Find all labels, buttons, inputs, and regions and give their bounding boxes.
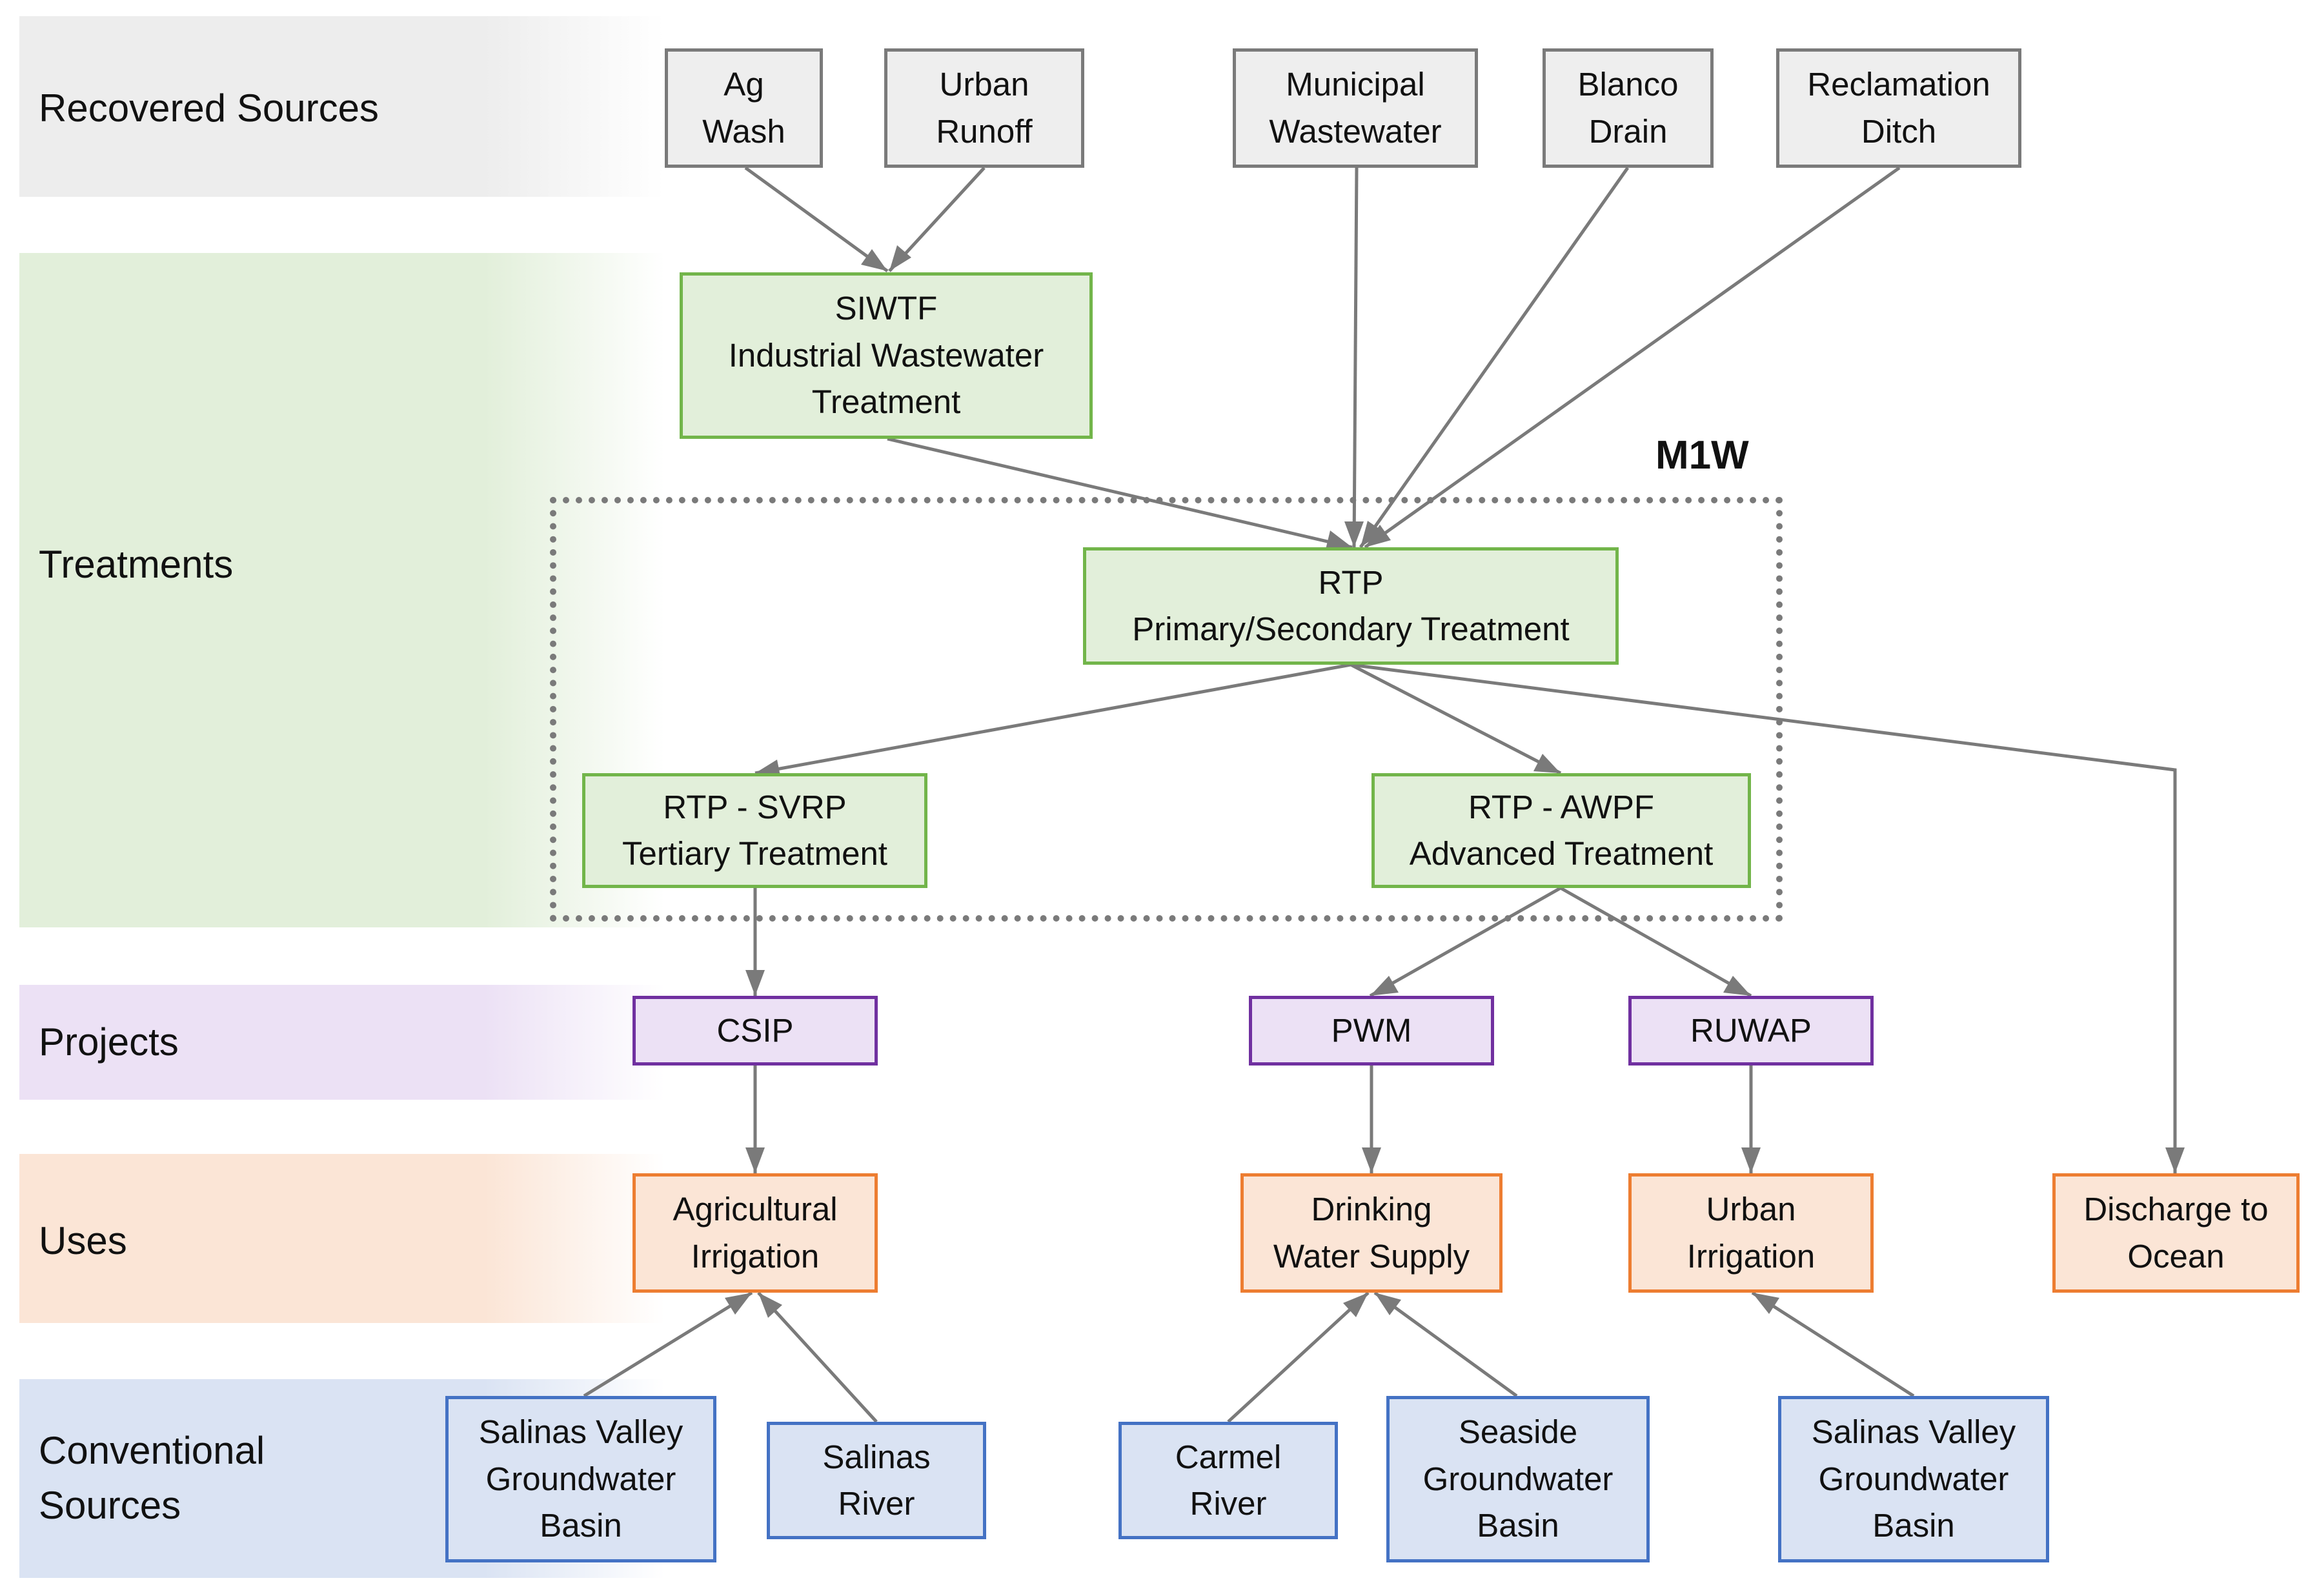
node-salinas-river: Salinas River xyxy=(767,1422,986,1539)
arrow-carmel-river-to-drinking xyxy=(1227,1291,1370,1423)
arrow-reclamation-to-rtp xyxy=(1364,166,1901,549)
node-rtp-awpf: RTP - AWPF Advanced Treatment xyxy=(1371,773,1751,888)
node-municipal-wastewater: Municipal Wastewater xyxy=(1233,48,1478,168)
band-projects xyxy=(19,985,665,1100)
arrow-ag-wash-to-siwtf xyxy=(744,166,889,273)
node-siwtf: SIWTF Industrial Wastewater Treatment xyxy=(680,272,1093,439)
arrow-blanco-to-rtp xyxy=(1359,167,1630,549)
node-ruwap: RUWAP xyxy=(1628,996,1874,1066)
band-uses xyxy=(19,1154,665,1323)
node-seaside-groundwater-basin: Seaside Groundwater Basin xyxy=(1386,1396,1650,1562)
node-ag-wash: Ag Wash xyxy=(665,48,823,168)
node-blanco-drain: Blanco Drain xyxy=(1543,48,1714,168)
band-label-projects: Projects xyxy=(39,1020,179,1064)
arrow-municipal-to-rtp xyxy=(1344,167,1364,548)
node-drinking-water-supply: Drinking Water Supply xyxy=(1240,1173,1503,1293)
arrow-svgb2-to-urban-irrigation xyxy=(1751,1291,1915,1398)
arrow-svrp-to-csip xyxy=(745,888,765,996)
node-salinas-valley-groundwater-basin-2: Salinas Valley Groundwater Basin xyxy=(1778,1396,2049,1562)
band-label-conventional-sources: Conventional Sources xyxy=(39,1429,265,1528)
node-csip: CSIP xyxy=(632,996,878,1066)
arrow-pwm-to-drinking xyxy=(1362,1066,1381,1173)
arrow-svgb1-to-agricultural xyxy=(583,1291,753,1398)
node-discharge-to-ocean: Discharge to Ocean xyxy=(2052,1173,2300,1293)
m1w-boundary xyxy=(550,497,1783,922)
node-salinas-valley-groundwater-basin-1: Salinas Valley Groundwater Basin xyxy=(445,1396,716,1562)
band-treatments xyxy=(19,253,665,927)
arrow-ruwap-to-urban-irrigation xyxy=(1741,1066,1761,1173)
arrow-rtp-to-discharge xyxy=(1350,663,2185,1173)
arrow-seaside-to-drinking xyxy=(1373,1291,1518,1398)
arrow-rtp-to-svrp xyxy=(754,663,1351,779)
node-reclamation-ditch: Reclamation Ditch xyxy=(1776,48,2021,168)
node-rtp: RTP Primary/Secondary Treatment xyxy=(1083,547,1619,665)
arrow-siwtf-to-rtp xyxy=(887,437,1353,549)
node-carmel-river: Carmel River xyxy=(1118,1422,1338,1539)
m1w-label: M1W xyxy=(1655,433,1749,478)
band-label-uses: Uses xyxy=(39,1219,127,1262)
arrow-urban-runoff-to-siwtf xyxy=(888,167,986,272)
band-label-treatments: Treatments xyxy=(39,543,234,586)
arrow-csip-to-agricultural xyxy=(745,1066,765,1173)
node-agricultural-irrigation: Agricultural Irrigation xyxy=(632,1173,878,1293)
arrow-rtp-to-awpf xyxy=(1350,663,1562,775)
arrow-awpf-to-ruwap xyxy=(1559,886,1752,998)
band-label-recovered-sources: Recovered Sources xyxy=(39,86,379,130)
node-pwm: PWM xyxy=(1249,996,1494,1066)
node-urban-runoff: Urban Runoff xyxy=(884,48,1084,168)
arrow-salinas-river-to-agricultural xyxy=(757,1291,878,1423)
node-urban-irrigation: Urban Irrigation xyxy=(1628,1173,1874,1293)
band-recovered-sources xyxy=(19,16,665,197)
arrow-awpf-to-pwm xyxy=(1369,886,1562,998)
node-rtp-svrp: RTP - SVRP Tertiary Treatment xyxy=(582,773,927,888)
